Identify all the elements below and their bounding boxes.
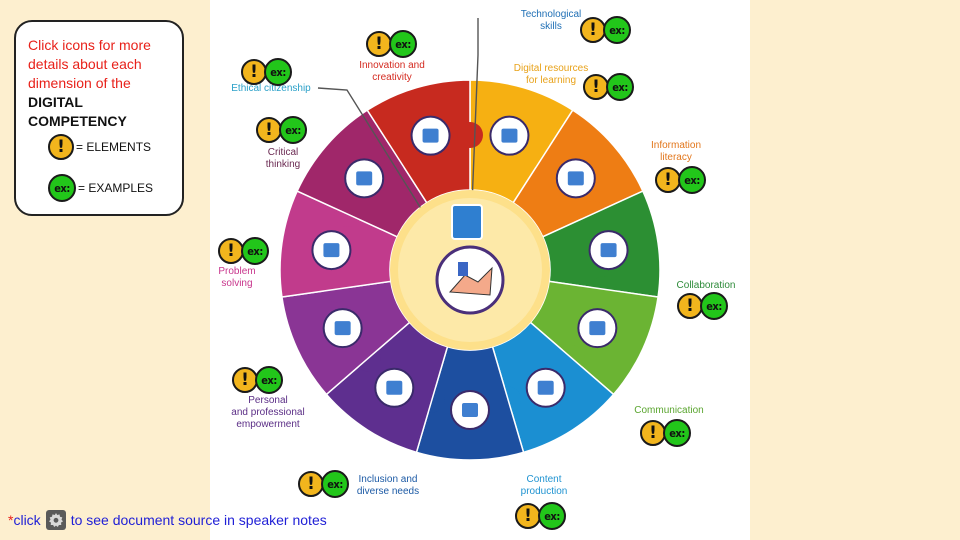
elements-button[interactable]: ! <box>232 367 258 393</box>
exclamation-icon: ! <box>48 134 74 160</box>
dimension-icon-glyph <box>501 128 518 143</box>
competency-wheel <box>279 18 661 461</box>
label-ethical-citizenship: Ethical citizenship <box>231 83 311 94</box>
legend-elements-row: ! = ELEMENTS <box>48 134 151 160</box>
examples-icon: ex: <box>48 174 76 202</box>
examples-button[interactable]: ex: <box>538 502 566 530</box>
dimension-icon-glyph <box>323 243 340 258</box>
dimension-icon-glyph <box>567 171 584 186</box>
badges-content-production: !ex: <box>515 502 566 530</box>
footer-note: * click to see document source in speake… <box>8 510 327 530</box>
dimension-icon-glyph <box>334 321 351 336</box>
label-communication: Communication <box>634 405 704 416</box>
badges-digital-resources: !ex: <box>583 73 634 101</box>
examples-button[interactable]: ex: <box>389 30 417 58</box>
badges-collaboration: !ex: <box>677 292 728 320</box>
examples-button[interactable]: ex: <box>241 237 269 265</box>
legend-examples-row: ex: = EXAMPLES <box>48 174 153 202</box>
ethical-citizenship-connector <box>317 87 451 256</box>
examples-button[interactable]: ex: <box>264 58 292 86</box>
badges-empowerment: !ex: <box>232 366 283 394</box>
badges-critical-thinking: !ex: <box>256 116 307 144</box>
examples-button[interactable]: ex: <box>678 166 706 194</box>
badges-ethical-citizenship: !ex: <box>241 58 292 86</box>
dimension-icon-glyph <box>589 321 606 336</box>
dimension-icon-glyph <box>462 403 478 417</box>
dimension-icon-glyph <box>422 128 439 143</box>
dimension-icon-glyph <box>600 243 617 258</box>
label-collaboration: Collaboration <box>676 280 736 291</box>
examples-button[interactable]: ex: <box>700 292 728 320</box>
badges-problem-solving: !ex: <box>218 237 269 265</box>
badges-information-literacy: !ex: <box>655 166 706 194</box>
badges-innovation: !ex: <box>366 30 417 58</box>
examples-button[interactable]: ex: <box>603 16 631 44</box>
legend-box: Click icons for more details about each … <box>14 20 184 216</box>
examples-button[interactable]: ex: <box>663 419 691 447</box>
examples-button[interactable]: ex: <box>606 73 634 101</box>
examples-button[interactable]: ex: <box>255 366 283 394</box>
badges-communication: !ex: <box>640 419 691 447</box>
examples-button[interactable]: ex: <box>321 470 349 498</box>
examples-button[interactable]: ex: <box>279 116 307 144</box>
puzzle-knob <box>457 122 483 148</box>
tech-tablet-icon[interactable] <box>451 204 483 240</box>
tech-skills-connector <box>471 18 479 206</box>
legend-instructions: Click icons for more details about each … <box>28 37 151 129</box>
dimension-icon-glyph <box>386 380 403 395</box>
elements-button[interactable]: ! <box>583 74 609 100</box>
badges-technological-skills: !ex: <box>580 16 631 44</box>
dimension-icon-glyph <box>537 380 554 395</box>
gear-icon[interactable] <box>45 510 66 530</box>
badges-inclusion: !ex: <box>298 470 349 498</box>
dimension-icon-glyph <box>356 171 373 186</box>
